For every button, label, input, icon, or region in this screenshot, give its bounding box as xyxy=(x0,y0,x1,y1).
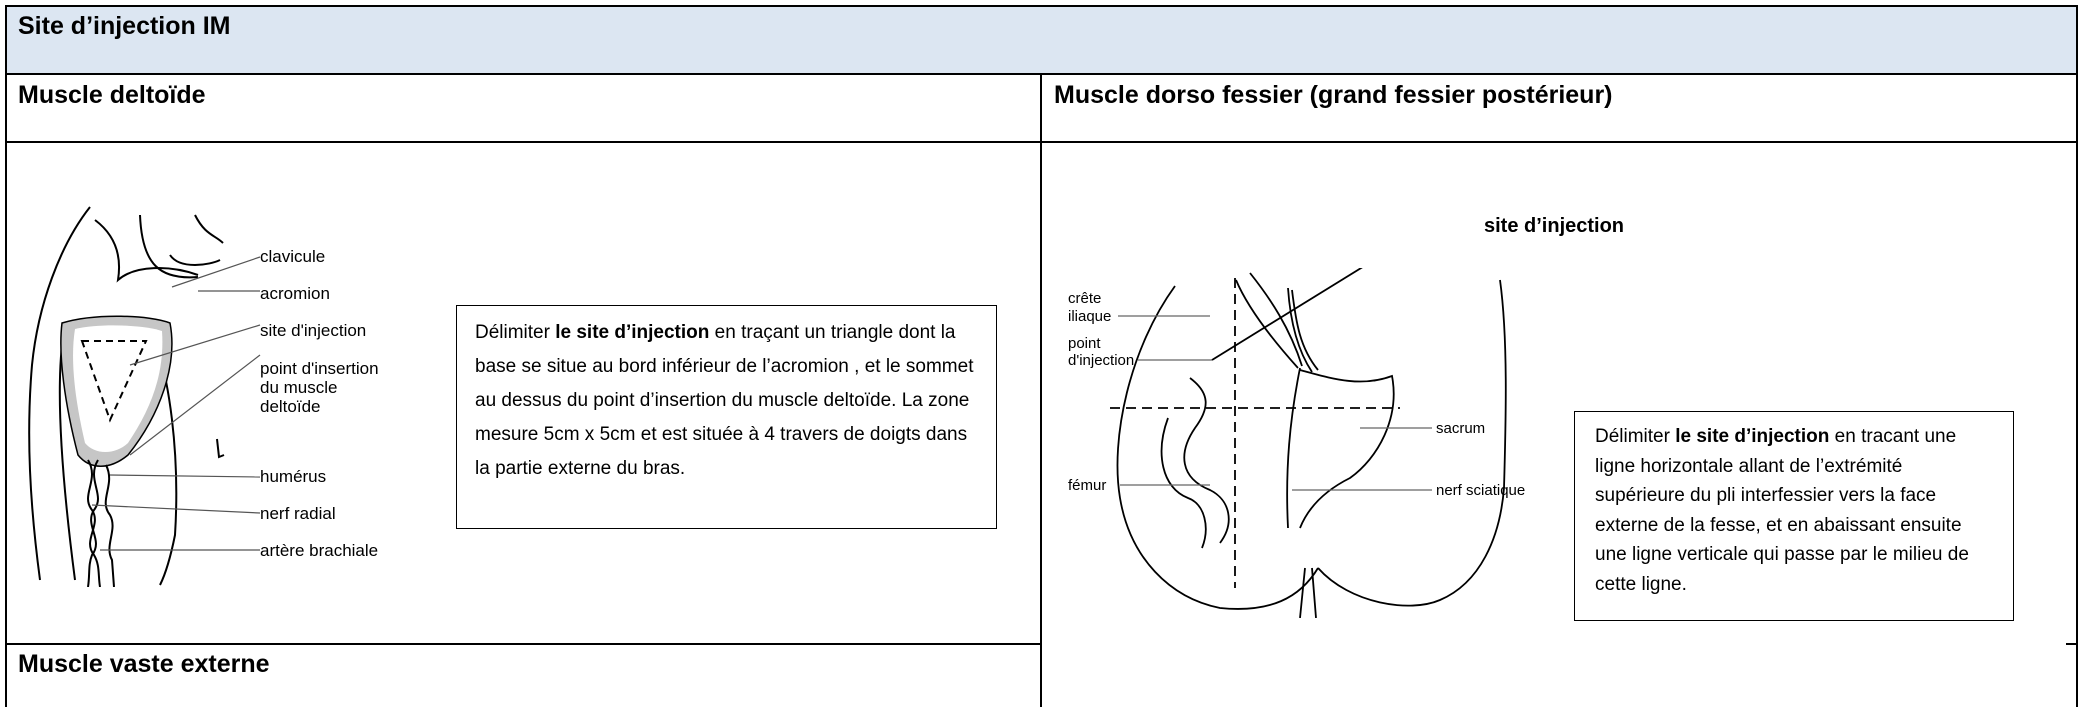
deltoid-note-text: en traçant un triangle dont la base se s… xyxy=(475,322,973,479)
vaste-heading: Muscle vaste externe xyxy=(18,649,270,679)
deltoid-diagram: clavicule acromion site d'injection poin… xyxy=(20,205,400,587)
label-crete-1: crête xyxy=(1068,290,1101,307)
deltoid-instruction-box: Délimiter le site d’injection en traçant… xyxy=(456,305,997,529)
label-point-1: point xyxy=(1068,335,1101,352)
label-insertion-1: point d'insertion xyxy=(260,359,379,378)
label-femur: fémur xyxy=(1068,477,1106,494)
title-band xyxy=(5,5,2077,73)
gluteal-note-text: en tracant une ligne horizontale allant … xyxy=(1595,426,1969,595)
gluteal-note-bold: le site d’injection xyxy=(1675,426,1829,447)
table-border-right xyxy=(2076,5,2078,707)
deltoid-heading: Muscle deltoïde xyxy=(18,80,206,110)
row-divider-3-left xyxy=(5,643,1041,645)
gluteal-diagram: crête iliaque point d'injection fémur sa… xyxy=(1060,268,1530,618)
table-border-top xyxy=(5,5,2077,7)
page-title: Site d’injection IM xyxy=(18,11,231,41)
label-insertion-3: deltoïde xyxy=(260,397,321,416)
table-border-left xyxy=(5,5,7,707)
dorso-heading: Muscle dorso fessier (grand fessier post… xyxy=(1054,80,1613,110)
label-humerus: humérus xyxy=(260,467,326,486)
label-nerf-sciatique: nerf sciatique xyxy=(1436,482,1525,499)
label-point-2: d'injection xyxy=(1068,352,1134,369)
label-sacrum: sacrum xyxy=(1436,420,1485,437)
gluteal-note-prefix: Délimiter xyxy=(1595,426,1675,447)
label-insertion-2: du muscle xyxy=(260,378,337,397)
label-crete-2: iliaque xyxy=(1068,308,1111,325)
column-divider xyxy=(1040,73,1042,707)
label-clavicule: clavicule xyxy=(260,247,325,266)
label-artere-brachiale: artère brachiale xyxy=(260,541,378,560)
label-acromion: acromion xyxy=(260,284,330,303)
deltoid-note-bold: le site d’injection xyxy=(555,322,709,343)
gluteal-instruction-box: Délimiter le site d’injection en tracant… xyxy=(1574,411,2014,621)
label-site-injection: site d'injection xyxy=(260,321,366,340)
gluteal-callout-label: site d’injection xyxy=(1484,215,1624,238)
label-nerf-radial: nerf radial xyxy=(260,504,336,523)
deltoid-note-prefix: Délimiter xyxy=(475,322,555,343)
